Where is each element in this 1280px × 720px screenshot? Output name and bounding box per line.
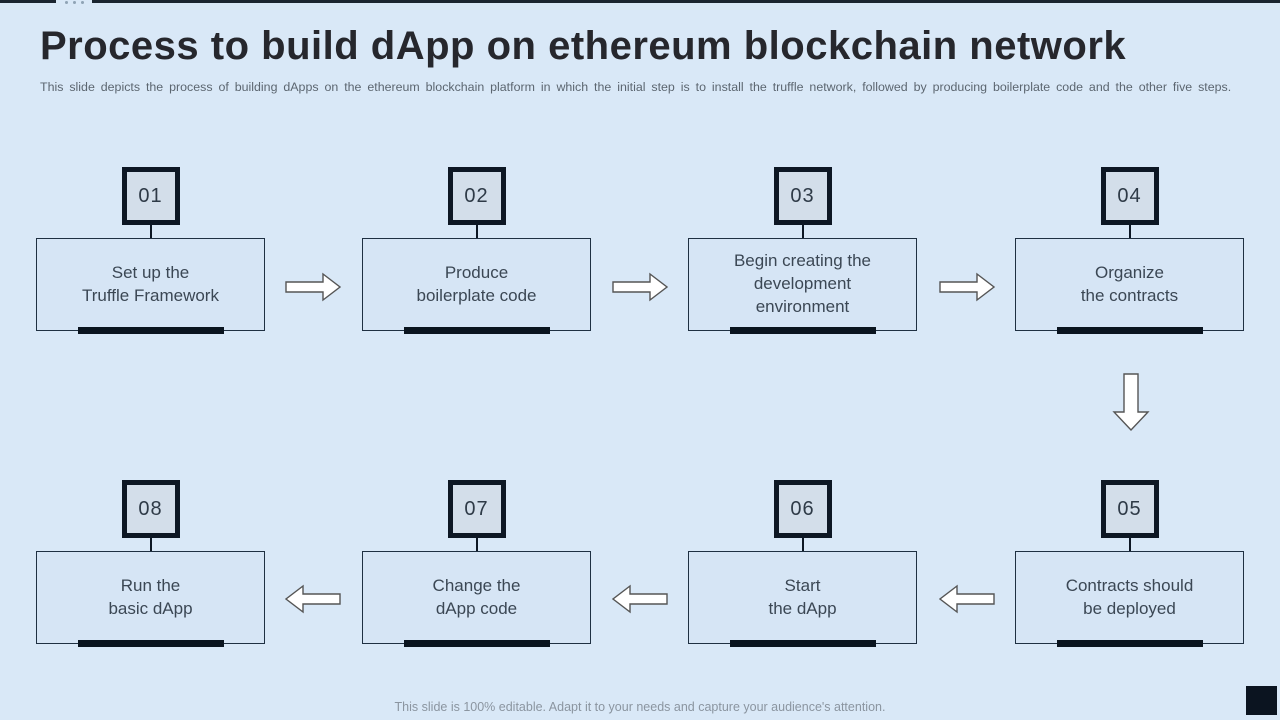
process-step-07[interactable]: 07 Change the dApp code	[362, 480, 591, 647]
step-number-badge[interactable]: 08	[121, 480, 180, 538]
dot-icon	[64, 0, 68, 4]
step-number: 04	[1117, 184, 1142, 207]
step-label: Set up the Truffle Framework	[82, 262, 219, 305]
step-accent-bar	[77, 327, 224, 334]
flow-arrow-right-icon[interactable]	[285, 272, 341, 302]
step-label: Start the dApp	[768, 575, 837, 618]
step-number-badge[interactable]: 06	[773, 480, 832, 538]
process-step-02[interactable]: 02 Produce boilerplate code	[362, 167, 591, 334]
badge-connector-line	[1128, 225, 1131, 238]
flow-arrow-left-icon[interactable]	[612, 584, 668, 614]
step-label: Begin creating the development environme…	[733, 251, 872, 316]
slide-title: Process to build dApp on ethereum blockc…	[40, 24, 1127, 68]
step-number: 03	[790, 184, 815, 207]
step-accent-bar	[77, 640, 224, 647]
badge-connector-line	[801, 538, 804, 551]
badge-connector-line	[149, 538, 152, 551]
badge-connector-line	[801, 225, 804, 238]
editable-note: This slide is 100% editable. Adapt it to…	[394, 700, 886, 714]
step-number-badge[interactable]: 05	[1100, 480, 1159, 538]
step-accent-bar	[1056, 327, 1203, 334]
step-number: 08	[138, 497, 163, 520]
badge-connector-line	[475, 538, 478, 551]
slide-subtitle: This slide depicts the process of buildi…	[40, 80, 1232, 94]
step-accent-bar	[729, 327, 876, 334]
step-label: Change the dApp code	[432, 575, 521, 618]
dot-icon	[80, 0, 84, 4]
process-step-04[interactable]: 04 Organize the contracts	[1015, 167, 1244, 334]
step-accent-bar	[1056, 640, 1203, 647]
step-number-badge[interactable]: 07	[447, 480, 506, 538]
badge-connector-line	[475, 225, 478, 238]
dot-icon	[72, 0, 76, 4]
step-box[interactable]: Start the dApp	[688, 551, 917, 647]
step-number-badge[interactable]: 02	[447, 167, 506, 225]
step-box[interactable]: Organize the contracts	[1015, 238, 1244, 334]
top-rule-dots	[56, 0, 92, 4]
step-box[interactable]: Contracts should be deployed	[1015, 551, 1244, 647]
badge-connector-line	[149, 225, 152, 238]
step-accent-bar	[403, 327, 550, 334]
process-step-06[interactable]: 06 Start the dApp	[688, 480, 917, 647]
step-number: 06	[790, 497, 815, 520]
flow-arrow-left-icon[interactable]	[285, 584, 341, 614]
step-number-badge[interactable]: 03	[773, 167, 832, 225]
step-label: Organize the contracts	[1080, 262, 1179, 305]
step-box[interactable]: Change the dApp code	[362, 551, 591, 647]
step-label: Run the basic dApp	[108, 575, 193, 618]
step-number-badge[interactable]: 01	[121, 167, 180, 225]
step-number: 07	[464, 497, 489, 520]
step-accent-bar	[729, 640, 876, 647]
step-number: 01	[138, 184, 163, 207]
process-step-08[interactable]: 08 Run the basic dApp	[36, 480, 265, 647]
step-box[interactable]: Produce boilerplate code	[362, 238, 591, 334]
step-number: 02	[464, 184, 489, 207]
step-number: 05	[1117, 497, 1142, 520]
top-border-line	[0, 0, 1280, 3]
flow-arrow-right-icon[interactable]	[939, 272, 995, 302]
flow-arrow-right-icon[interactable]	[612, 272, 668, 302]
process-step-03[interactable]: 03 Begin creating the development enviro…	[688, 167, 917, 334]
step-number-badge[interactable]: 04	[1100, 167, 1159, 225]
flow-arrow-left-icon[interactable]	[939, 584, 995, 614]
step-label: Produce boilerplate code	[416, 262, 537, 305]
flow-arrow-down-icon[interactable]	[1112, 373, 1150, 431]
step-accent-bar	[403, 640, 550, 647]
process-step-05[interactable]: 05 Contracts should be deployed	[1015, 480, 1244, 647]
step-box[interactable]: Begin creating the development environme…	[688, 238, 917, 334]
step-box[interactable]: Run the basic dApp	[36, 551, 265, 647]
badge-connector-line	[1128, 538, 1131, 551]
step-box[interactable]: Set up the Truffle Framework	[36, 238, 265, 334]
corner-accent-square	[1246, 686, 1277, 715]
process-step-01[interactable]: 01 Set up the Truffle Framework	[36, 167, 265, 334]
step-label: Contracts should be deployed	[1065, 575, 1194, 618]
